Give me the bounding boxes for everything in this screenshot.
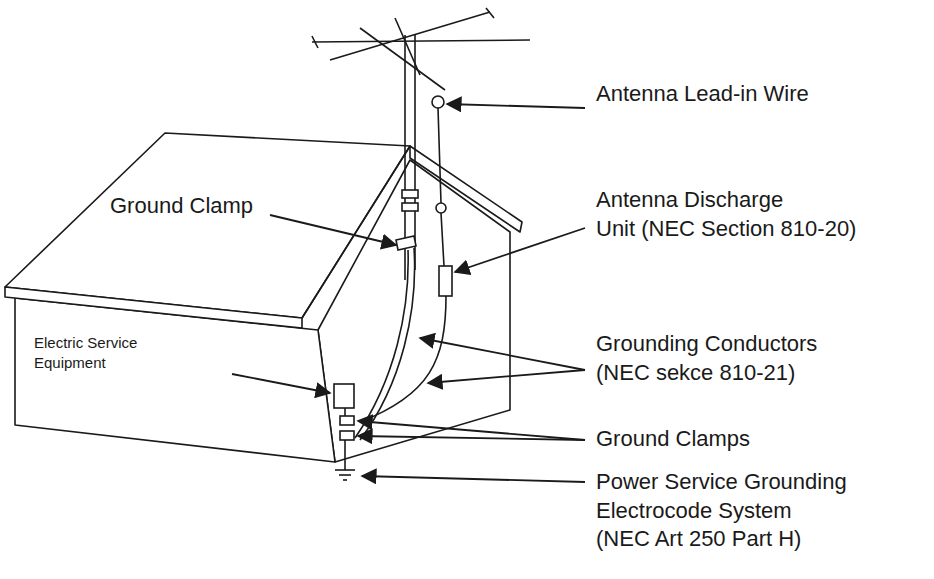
gable-roof bbox=[410, 146, 522, 232]
roof bbox=[5, 133, 410, 318]
leader-arrow bbox=[447, 104, 585, 108]
part-label: Electric Service Equipment bbox=[34, 333, 137, 372]
mast-insulator bbox=[402, 190, 418, 198]
service-conductor bbox=[344, 408, 346, 416]
ground-symbol bbox=[335, 470, 355, 480]
ground-clamp bbox=[396, 236, 416, 250]
leader-arrow bbox=[428, 370, 585, 383]
roof-ridge bbox=[302, 146, 410, 318]
label-line: Antenna Discharge bbox=[596, 186, 856, 215]
label-line: Equipment bbox=[34, 353, 137, 373]
leader-arrow bbox=[232, 374, 330, 393]
part-label: Power Service Grounding Electrocode Syst… bbox=[596, 468, 847, 554]
label-line: (NEC Art 250 Part H) bbox=[596, 525, 847, 554]
ground-clamp bbox=[340, 431, 354, 440]
mast-insulator bbox=[402, 203, 418, 211]
discharge-unit bbox=[439, 266, 452, 296]
electrode-conductor bbox=[344, 440, 346, 470]
lead-in-standoff bbox=[436, 203, 446, 213]
antenna-element bbox=[360, 28, 445, 90]
leader-arrow bbox=[358, 421, 585, 440]
antenna-element bbox=[486, 8, 494, 18]
part-label: Ground Clamp bbox=[110, 192, 253, 221]
leader-arrow bbox=[270, 215, 396, 245]
lead-in-terminal bbox=[432, 96, 444, 108]
label-line: Electrocode System bbox=[596, 497, 847, 526]
grounding-conductor bbox=[355, 250, 408, 438]
leader-arrow bbox=[420, 338, 585, 370]
label-line: Power Service Grounding bbox=[596, 468, 847, 497]
antenna-element bbox=[395, 18, 420, 75]
part-label: Grounding Conductors (NEC sekce 810-21) bbox=[596, 330, 817, 387]
leader-arrow bbox=[358, 436, 585, 440]
part-label: Antenna Discharge Unit (NEC Section 810-… bbox=[596, 186, 856, 243]
label-line: Grounding Conductors bbox=[596, 330, 817, 359]
ground-clamp bbox=[340, 416, 354, 425]
label-line: Unit (NEC Section 810-20) bbox=[596, 215, 856, 244]
part-label: Antenna Lead-in Wire bbox=[596, 80, 809, 109]
service-panel bbox=[334, 384, 354, 408]
antenna-element bbox=[312, 36, 318, 48]
label-line: (NEC sekce 810-21) bbox=[596, 359, 817, 388]
antenna-element bbox=[312, 40, 530, 42]
roof-edge bbox=[5, 287, 302, 328]
label-line: Electric Service bbox=[34, 333, 137, 353]
part-label: Ground Clamps bbox=[596, 425, 750, 454]
grounding-conductor bbox=[360, 248, 415, 440]
leader-arrow bbox=[362, 476, 585, 482]
leader-arrow bbox=[455, 228, 585, 272]
lead-in-wire bbox=[360, 108, 446, 422]
